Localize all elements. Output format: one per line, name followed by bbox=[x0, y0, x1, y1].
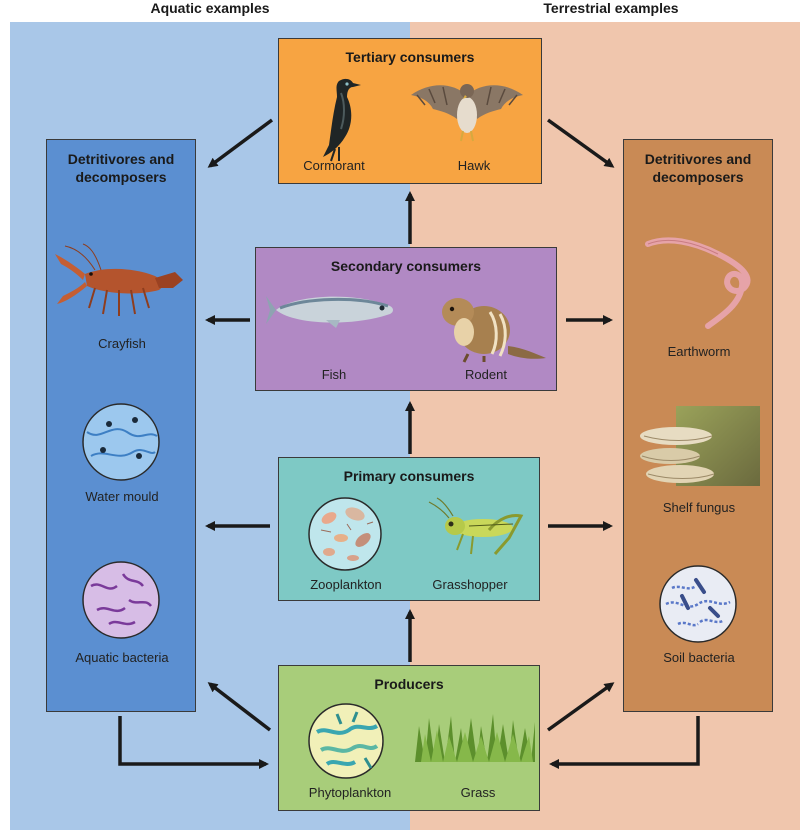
grass-icon bbox=[415, 714, 535, 762]
grass-label: Grass bbox=[460, 785, 496, 800]
water-mould-label: Water mould bbox=[85, 489, 159, 504]
hawk-icon bbox=[411, 84, 523, 142]
water-mould-icon bbox=[82, 403, 160, 481]
shelf-fungus-icon bbox=[640, 406, 760, 486]
terrestrial-detritivores-title: Detritivores and decomposers bbox=[644, 151, 752, 185]
hawk-label: Hawk bbox=[457, 158, 491, 173]
aquatic-bacteria-icon bbox=[82, 561, 160, 639]
zooplankton-icon bbox=[308, 497, 382, 571]
terrestrial-header: Terrestrial examples bbox=[543, 0, 679, 16]
aquatic-header: Aquatic examples bbox=[150, 0, 270, 16]
aquatic-detritivores-box: Detritivores and decomposers Crayfish Wa… bbox=[46, 139, 196, 712]
aquatic-bacteria-label: Aquatic bacteria bbox=[75, 650, 169, 665]
grasshopper-icon bbox=[428, 497, 524, 555]
soil-bacteria-label: Soil bacteria bbox=[663, 650, 735, 665]
phytoplankton-label: Phytoplankton bbox=[308, 785, 392, 800]
rodent-label: Rodent bbox=[465, 367, 507, 382]
earthworm-label: Earthworm bbox=[667, 344, 731, 359]
primary-consumers-title: Primary consumers bbox=[343, 468, 475, 484]
arrow-producers-to-terrestrial-detritivores bbox=[546, 682, 615, 732]
tertiary-consumers-title: Tertiary consumers bbox=[345, 49, 475, 65]
grasshopper-label: Grasshopper bbox=[432, 577, 508, 592]
cormorant-icon bbox=[323, 78, 361, 162]
phytoplankton-icon bbox=[308, 703, 384, 779]
fish-label: Fish bbox=[321, 367, 347, 382]
shelf-fungus-label: Shelf fungus bbox=[662, 500, 736, 515]
crayfish-label: Crayfish bbox=[98, 336, 146, 351]
terrestrial-detritivores-box: Detritivores and decomposers Earthworm S… bbox=[623, 139, 773, 712]
crayfish-icon bbox=[55, 243, 183, 316]
soil-bacteria-icon bbox=[659, 565, 737, 643]
arrow-producers-to-aquatic-detritivores bbox=[207, 682, 272, 732]
fish-icon bbox=[266, 296, 393, 328]
arrow-tertiary-to-terrestrial-detritivores bbox=[546, 118, 615, 168]
cormorant-label: Cormorant bbox=[303, 158, 365, 173]
primary-consumers-box: Primary consumers Zooplankton Grasshoppe… bbox=[278, 457, 540, 601]
arrow-tertiary-to-aquatic-detritivores bbox=[207, 118, 274, 168]
aquatic-detritivores-title: Detritivores and decomposers bbox=[67, 151, 175, 185]
earthworm-icon bbox=[645, 237, 751, 329]
rodent-icon bbox=[442, 298, 546, 363]
producers-box: Producers Phytoplankton Grass bbox=[278, 665, 540, 811]
zooplankton-label: Zooplankton bbox=[310, 577, 382, 592]
arrow-aquatic-detritivores-to-producers bbox=[118, 716, 269, 769]
secondary-consumers-box: Secondary consumers Fish Rodent bbox=[255, 247, 557, 391]
producers-title: Producers bbox=[374, 676, 444, 692]
arrow-terrestrial-detritivores-to-producers bbox=[549, 716, 700, 769]
tertiary-consumers-box: Tertiary consumers Cormorant Hawk bbox=[278, 38, 542, 184]
secondary-consumers-title: Secondary consumers bbox=[330, 258, 482, 274]
